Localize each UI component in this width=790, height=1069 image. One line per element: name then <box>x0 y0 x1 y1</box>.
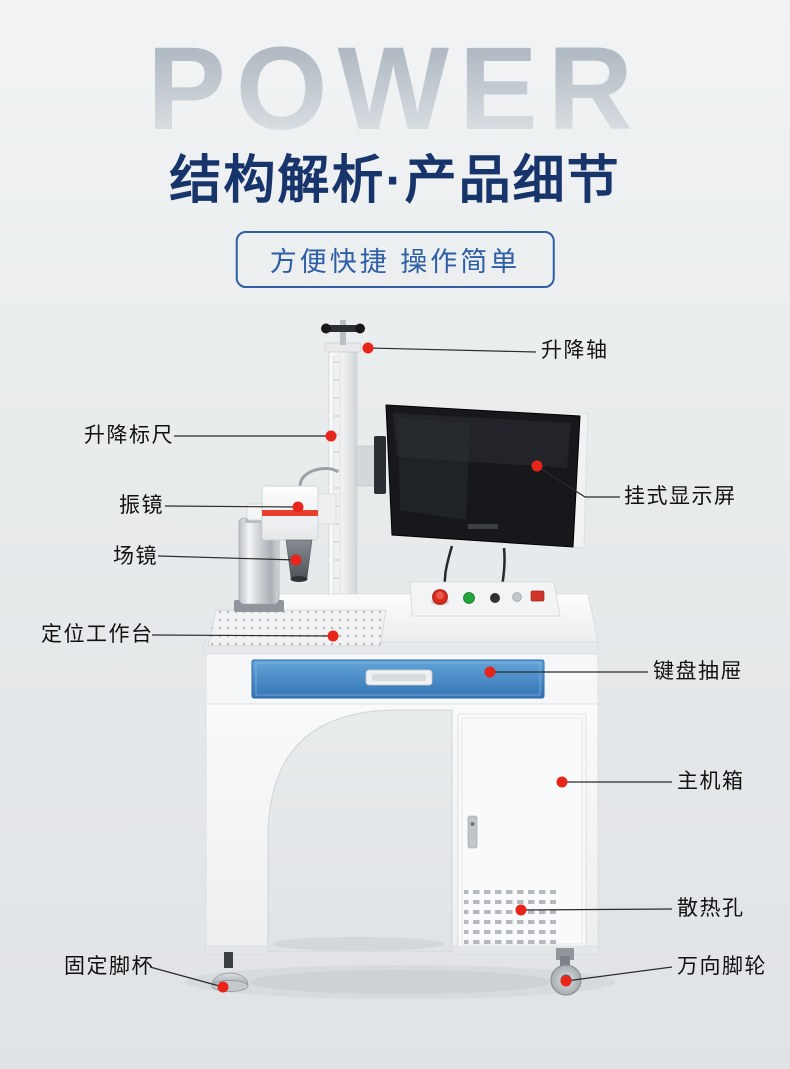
label-lifting-shaft: 升降轴 <box>541 339 609 362</box>
machine-keyboard-drawer <box>205 653 599 705</box>
watermark-text: POWER <box>0 30 790 148</box>
callout-dot-lifting-ruler <box>325 430 337 442</box>
label-keyboard-drawer: 键盘抽屉 <box>653 660 743 683</box>
label-main-chassis: 主机箱 <box>677 770 745 793</box>
callout-dot-worktable <box>327 630 339 642</box>
callout-dot-caster <box>560 975 572 987</box>
machine-control-panel <box>409 581 561 617</box>
label-wall-display: 挂式显示屏 <box>624 485 737 508</box>
label-heat-vents: 散热孔 <box>677 897 745 920</box>
callout-dot-drawer <box>484 666 496 678</box>
callout-dot-foot-cup <box>217 981 229 993</box>
callout-line-worktable <box>151 634 334 637</box>
machine-monitor <box>355 404 589 603</box>
callout-line-caster <box>565 966 673 982</box>
machine-worktable <box>203 593 599 655</box>
label-positioning-worktable: 定位工作台 <box>41 623 154 646</box>
label-field-lens: 场镜 <box>113 545 158 568</box>
callout-dot-field-lens <box>290 554 302 566</box>
page-title: 结构解析·产品细节 <box>169 152 621 210</box>
machine-cabinet <box>205 703 599 955</box>
label-universal-caster: 万向脚轮 <box>677 955 767 978</box>
callout-line-galvanometer <box>164 505 299 508</box>
subtitle-badge: 方便快捷 操作简单 <box>235 231 555 288</box>
floor-shadow <box>185 965 615 999</box>
label-fixed-foot-cup: 固定脚杯 <box>64 955 154 978</box>
callout-line-field-lens <box>157 555 297 561</box>
callout-dot-galvanometer <box>292 501 304 513</box>
subtitle-text: 方便快捷 操作简单 <box>269 247 521 277</box>
machine-column <box>321 320 365 643</box>
callout-line-foot-cup <box>149 966 224 988</box>
label-galvanometer: 振镜 <box>119 494 164 517</box>
callout-dot-vents <box>515 904 527 916</box>
callout-line-display <box>536 465 620 498</box>
callout-dot-chassis <box>556 776 568 788</box>
callout-dot-display <box>531 460 543 472</box>
callout-dot-lifting-shaft <box>362 342 374 354</box>
callout-line-lifting-shaft <box>367 347 537 353</box>
label-lifting-ruler: 升降标尺 <box>84 424 174 447</box>
callout-line-vents <box>520 908 673 911</box>
